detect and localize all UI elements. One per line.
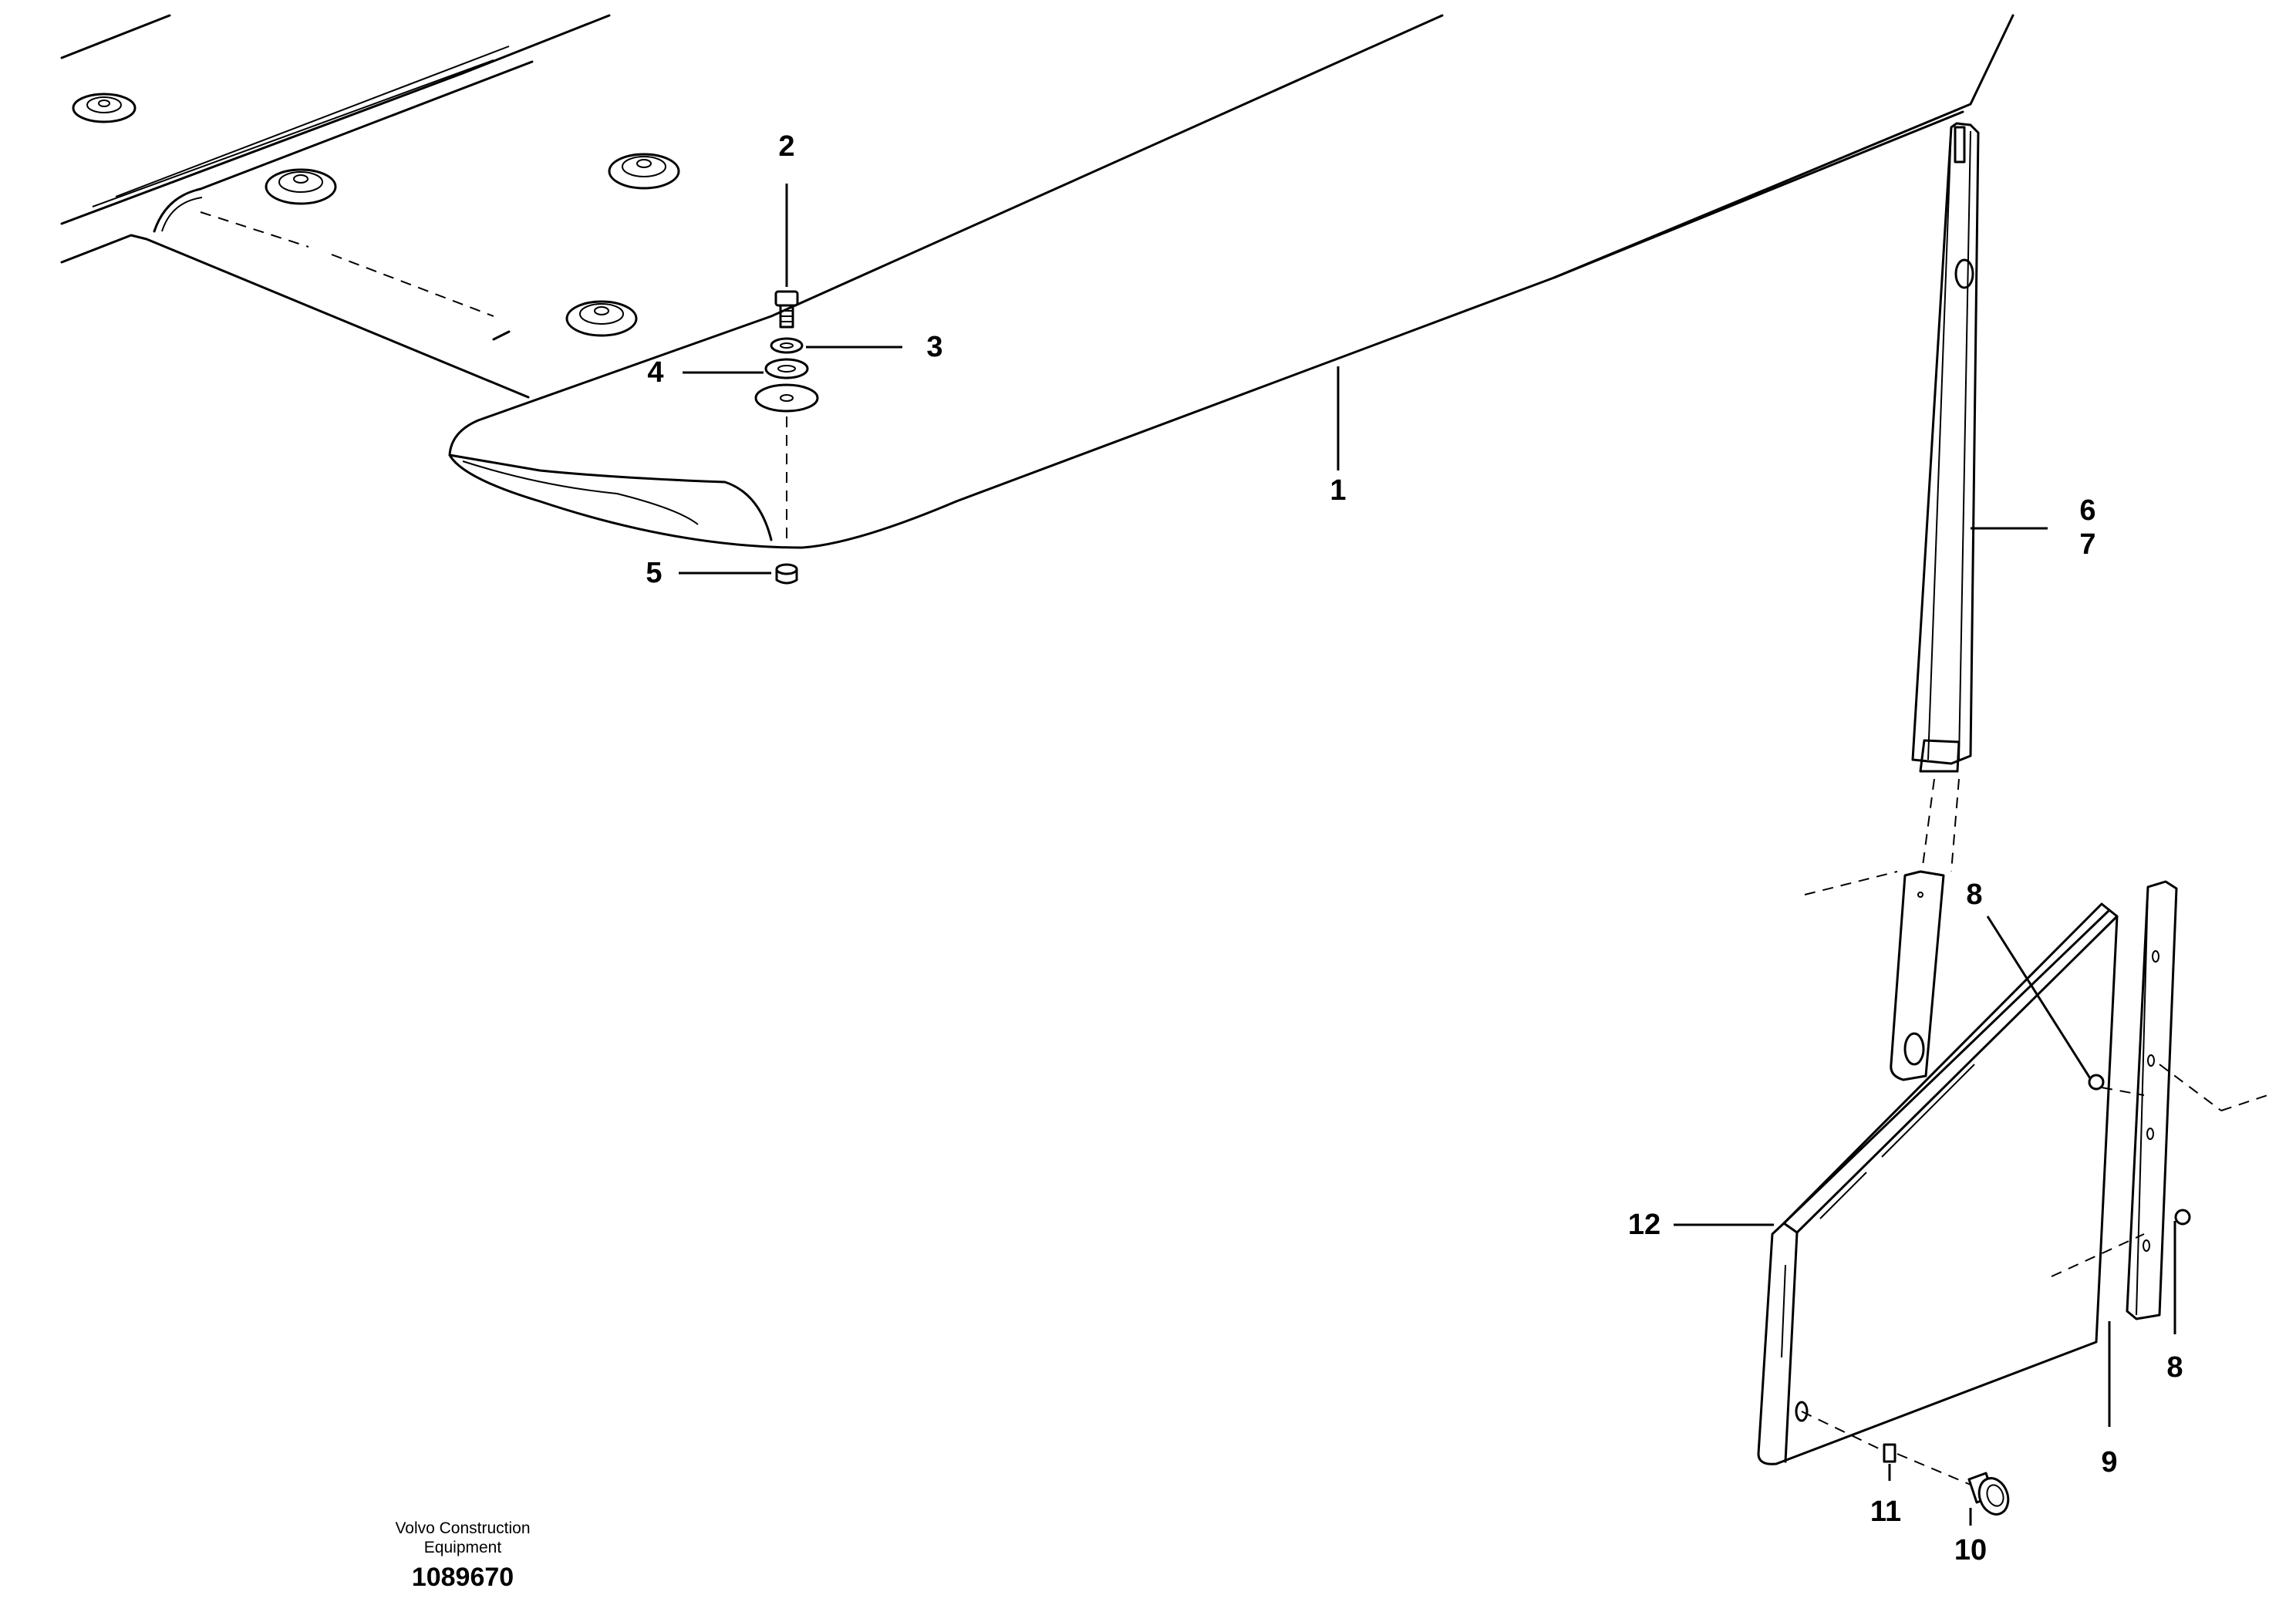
- callout-9: 9: [2101, 1446, 2117, 1479]
- grommet-d: [565, 300, 638, 337]
- callout-11: 11: [1870, 1496, 1901, 1528]
- brand-line-2: Equipment: [424, 1539, 502, 1556]
- callout-labels: 1 2 3 4 5 6 7 8 8 9 10 11 12: [646, 130, 2183, 1566]
- part-12-side-panel: [1757, 902, 2119, 1465]
- callout-7: 7: [2079, 528, 2095, 561]
- part-1-visor-panel: [448, 14, 2014, 549]
- part-2-bolt: [774, 290, 799, 329]
- callout-4: 4: [647, 356, 663, 389]
- callout-5: 5: [646, 557, 662, 589]
- grommet-b: [265, 168, 337, 205]
- part-6-7-profile: [1804, 122, 1980, 1081]
- callout-8-upper: 8: [1966, 878, 1982, 911]
- screw-lower: [2174, 1209, 2191, 1226]
- callout-1: 1: [1330, 474, 1346, 507]
- part-4b-washer: [754, 383, 819, 413]
- screw-upper: [2088, 1074, 2145, 1096]
- callout-6: 6: [2079, 494, 2095, 527]
- callout-10: 10: [1954, 1534, 1987, 1566]
- part-8-screws: [2088, 1074, 2191, 1226]
- brand-line-1: Volvo Construction: [395, 1519, 530, 1537]
- callout-3: 3: [926, 331, 942, 363]
- callout-8-lower: 8: [2166, 1351, 2183, 1384]
- part-10-knob: [1896, 1453, 2010, 1516]
- grommet-c: [608, 153, 680, 190]
- callout-12: 12: [1628, 1209, 1660, 1241]
- part-9-strip: [2051, 880, 2268, 1320]
- roof-structure: [60, 14, 611, 399]
- footer: Volvo Construction Equipment 1089670: [395, 1519, 530, 1592]
- part-4-washer: [764, 358, 809, 379]
- part-3-lock-washer: [770, 337, 804, 354]
- drawing-number: 1089670: [412, 1563, 514, 1592]
- callout-2: 2: [778, 130, 794, 163]
- fastener-stack: [754, 290, 819, 585]
- leader-lines: [679, 184, 2176, 1526]
- part-5-nut: [775, 563, 798, 585]
- grommet-a: [72, 93, 137, 123]
- part-11-clip: [1801, 1411, 1896, 1463]
